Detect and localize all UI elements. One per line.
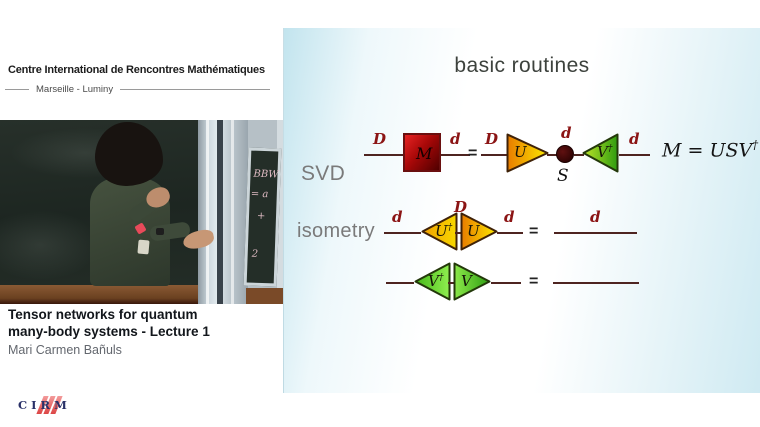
bond-line <box>481 154 507 156</box>
tensor-Udag-label: U† <box>435 222 453 240</box>
svd-row-label: SVD <box>301 162 346 185</box>
bond-label-d: d <box>590 208 601 226</box>
tensor-U-triangle: U <box>460 212 498 251</box>
lecture-title-line1: Tensor networks for quantum <box>8 307 198 322</box>
svd-formula: M = USV† <box>662 138 759 162</box>
bond-label-d: d <box>392 208 403 226</box>
bond-label-D: D <box>373 130 387 148</box>
tensor-Vdag-label: V† <box>428 272 444 290</box>
wall-column <box>198 120 248 304</box>
chalk-writing: 2 <box>251 248 259 260</box>
lecturer-hair <box>95 122 163 186</box>
location-label: Marseille - Luminy <box>36 84 114 95</box>
bond-line <box>574 154 584 156</box>
bond-label-d: d <box>629 130 640 148</box>
watch <box>156 228 164 235</box>
tensor-V-triangle: V <box>453 262 491 301</box>
tensor-U-label: U <box>467 222 480 240</box>
equals-sign: = <box>468 145 478 162</box>
speaker-name: Mari Carmen Bañuls <box>8 343 122 357</box>
divider-line <box>5 89 29 90</box>
bond-label-d: d <box>450 130 461 148</box>
singular-S-label: S <box>557 166 569 186</box>
bond-line <box>619 154 650 156</box>
lecture-title-line2: many-body systems - Lecture 1 <box>8 324 210 339</box>
lecturer-photo: BBW = a + 2 <box>0 120 283 304</box>
location-row: Marseille - Luminy <box>5 84 270 95</box>
cirm-logo: CIRM <box>18 396 78 416</box>
bond-label-D: D <box>485 130 499 148</box>
wood-panel <box>246 288 283 304</box>
bond-line <box>497 232 523 234</box>
bond-line <box>455 232 463 234</box>
bond-line <box>441 154 470 156</box>
bond-line <box>554 232 637 234</box>
logo-text: CIRM <box>18 398 71 412</box>
singular-values-node <box>556 145 574 163</box>
bond-line <box>547 154 558 156</box>
bond-label-d: d <box>504 208 515 226</box>
tensor-Udag-triangle: U† <box>421 212 458 251</box>
tensor-U-label: U <box>514 143 527 161</box>
bond-line <box>364 154 405 156</box>
tensor-M-label: M <box>416 144 433 163</box>
equals-sign: = <box>529 223 539 240</box>
institute-name: Centre International de Rencontres Mathé… <box>8 64 265 76</box>
side-blackboard: BBW = a + 2 <box>243 147 282 287</box>
tensor-Vdag-label: V† <box>597 143 613 161</box>
divider-line <box>120 89 270 90</box>
slide-title: basic routines <box>454 54 590 77</box>
chalk-writing: = a <box>250 188 269 201</box>
bond-line <box>448 282 456 284</box>
bond-line <box>553 282 639 284</box>
column-molding <box>206 120 209 304</box>
tensor-U-triangle: U <box>506 133 549 173</box>
bond-label-d: d <box>561 124 572 142</box>
tensor-M: M <box>403 133 441 172</box>
chalk-writing: + <box>256 210 266 223</box>
column-molding <box>231 120 234 304</box>
chalk-tray <box>0 285 198 304</box>
tensor-Vdag-triangle: V† <box>414 262 451 301</box>
chalk-writing: BBW <box>253 168 279 181</box>
bond-line <box>386 282 414 284</box>
bond-label-D: D <box>454 198 468 216</box>
column-molding <box>217 120 223 304</box>
tensor-V-label: V <box>461 272 472 290</box>
bond-line <box>491 282 521 284</box>
bond-line <box>384 232 421 234</box>
chalk-smudge <box>0 210 100 280</box>
lecture-title: Tensor networks for quantum many-body sy… <box>8 306 210 340</box>
isometry-row-label: isometry <box>297 220 375 242</box>
pillar <box>277 120 283 304</box>
tensor-Vdag-triangle: V† <box>582 133 619 173</box>
presentation-slide: basic routines SVD D M d = D U d S V† d … <box>283 28 760 393</box>
equals-sign: = <box>529 273 539 290</box>
badge <box>137 239 150 255</box>
